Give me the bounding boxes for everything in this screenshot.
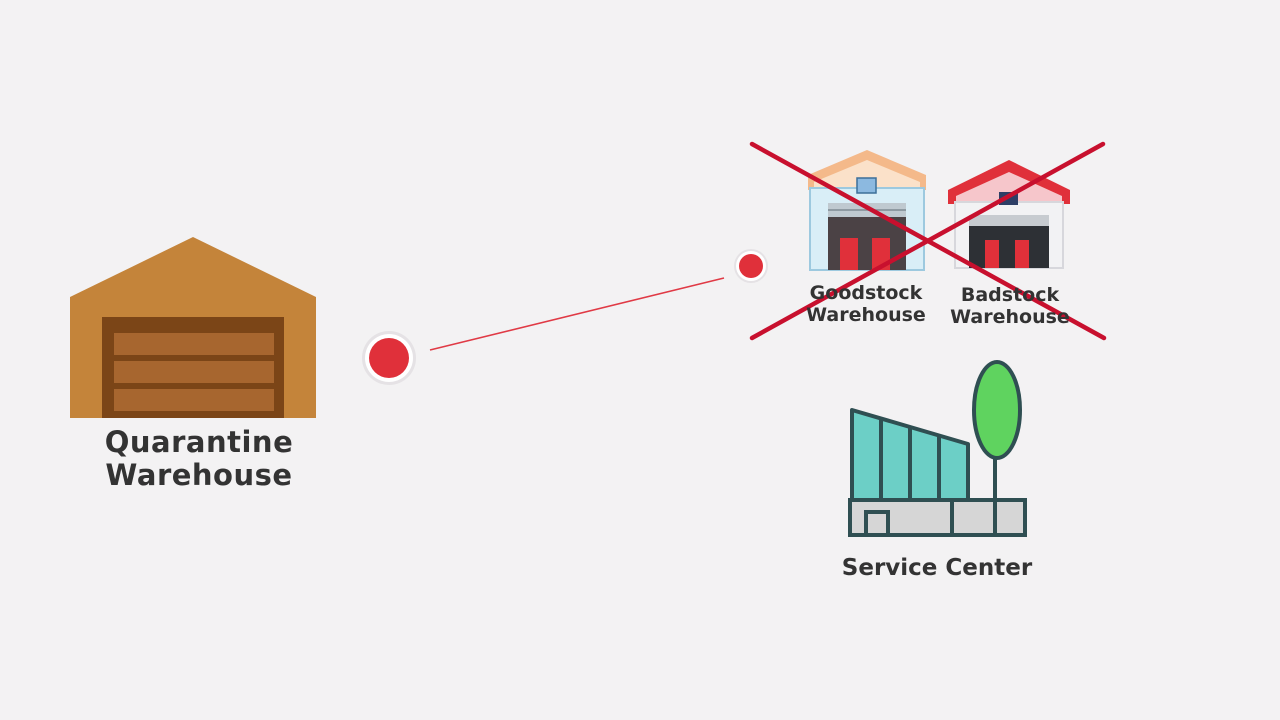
goodstock-warehouse-icon [808,150,926,271]
quarantine-warehouse-label: Quarantine Warehouse [60,425,338,493]
badstock-label-line2: Warehouse [950,305,1070,328]
goodstock-label-line2: Warehouse [806,303,926,326]
connector-line [429,277,725,351]
service-center-label: Service Center [841,555,1033,581]
badstock-warehouse-icon [948,160,1070,269]
cross-out-mark [749,141,1107,341]
quarantine-label-line2: Warehouse [105,458,293,493]
start-dot [362,331,416,385]
goodstock-label-line1: Goodstock [809,282,923,304]
goodstock-warehouse-label: Goodstock Warehouse [790,282,942,327]
quarantine-label-line1: Quarantine [104,425,294,459]
end-dot [734,249,768,283]
badstock-label-line1: Badstock [960,284,1060,306]
service-center-icon [848,360,1027,537]
quarantine-warehouse-icon [70,237,316,418]
badstock-warehouse-label: Badstock Warehouse [932,284,1088,329]
